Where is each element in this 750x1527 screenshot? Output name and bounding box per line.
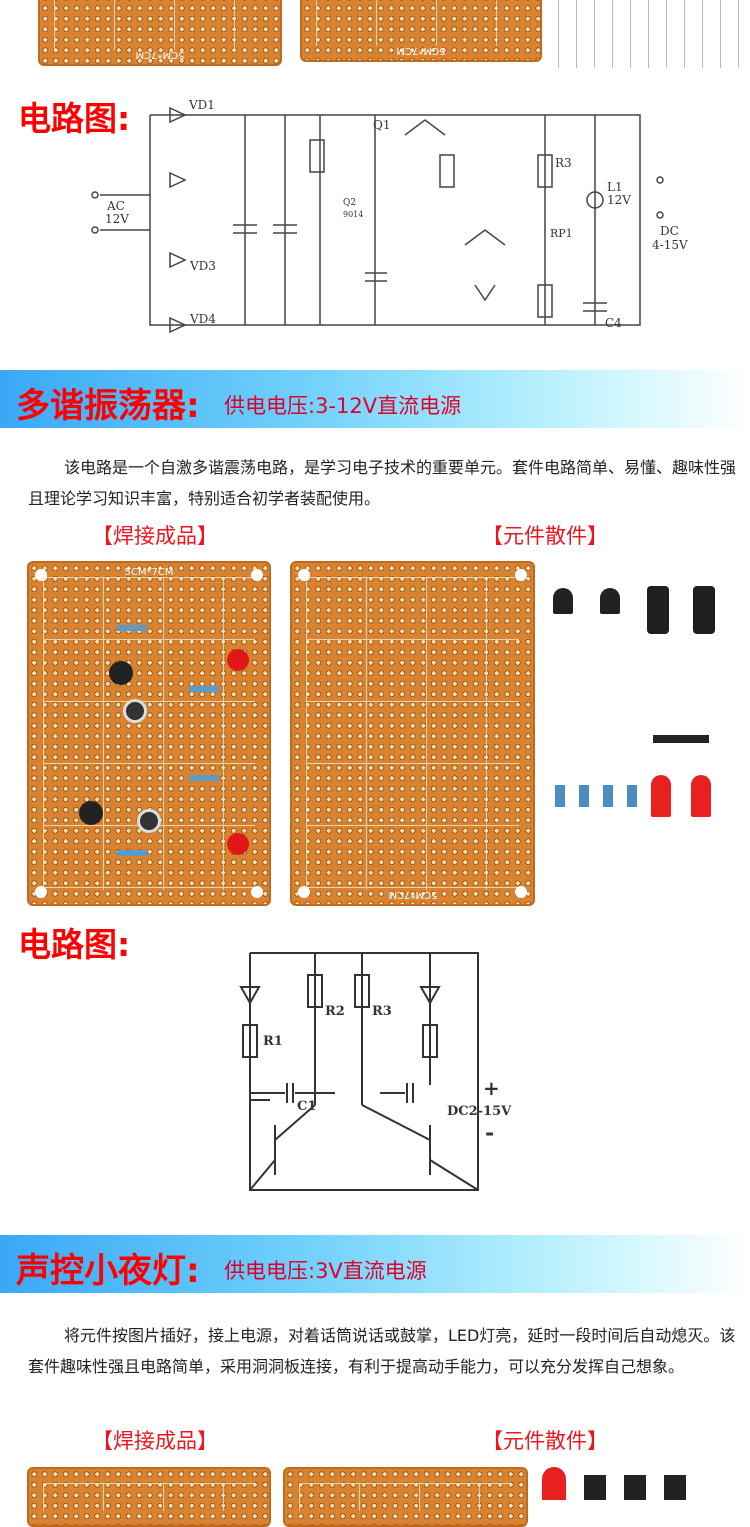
capacitor [137,809,161,833]
pcb-board-blank-top: 5CM*7CM [300,0,542,62]
components-photo [545,580,725,880]
label-vd4: VD4 [189,312,216,326]
label-plus: + [483,1076,500,1100]
circuit-heading: 电路图: [18,99,131,138]
label-finished: 【焊接成品】 [92,1429,218,1453]
section-subtitle: 供电电压:3-12V直流电源 [224,394,462,418]
circuit-diagram-power-supply: VD1 VD3 VD4 Q1 Q2 9014 R3 RP1 L1 12V AC … [91,98,688,334]
section-banner-sound-night-light: 声控小夜灯: 供电电压:3V直流电源 [0,1235,750,1293]
resistor [189,775,219,781]
pcb-board-finished-top: 5CM*7CM [38,0,282,66]
resistor [189,686,219,692]
transistor [109,661,133,685]
label-q1: Q1 [373,118,390,132]
pcb-board-blank-bottom [283,1467,528,1527]
board-size-label: 5CM*7CM [396,45,446,56]
section-title: 声控小夜灯: [16,1251,200,1291]
resistor [117,850,147,856]
components-photo-top [548,0,748,68]
label-dc-voltage: DC2-15V [447,1104,512,1119]
label-c4: C4 [605,316,622,330]
label-rp1: RP1 [550,227,573,240]
label-dc-voltage: 4-15V [652,238,688,252]
label-dc: DC [660,224,679,238]
label-finished: 【焊接成品】 [92,524,218,548]
label-vd1: VD1 [188,98,215,112]
pcb-board-finished-bottom [27,1467,271,1527]
label-r3: R3 [372,1004,392,1019]
label-c1: C1 [297,1099,316,1114]
section-banner-multivibrator: 多谐振荡器: 供电电压:3-12V直流电源 [0,370,750,428]
board-size-label: 5CM*7CM [388,889,437,900]
label-r1: R1 [263,1034,283,1049]
board-size-label: 5CM*7CM [135,49,185,60]
label-ac: AC [106,199,125,213]
led-red [227,649,249,671]
label-l1-voltage: 12V [607,193,631,207]
label-vd3: VD3 [189,259,216,273]
label-q2: Q2 [343,198,356,208]
label-parts: 【元件散件】 [482,524,608,548]
label-ac-voltage: 12V [105,212,129,226]
label-l1: L1 [607,180,623,194]
resistor [117,625,147,631]
label-r2: R2 [325,1004,345,1019]
section-subtitle: 供电电压:3V直流电源 [224,1259,427,1283]
board-size-label: 5CM*7CM [124,567,174,578]
section-title: 多谐振荡器: [16,386,200,426]
label-q2-part: 9014 [343,210,363,219]
pcb-board-finished: 5CM*7CM [27,561,271,906]
section-description: 该电路是一个自激多谐震荡电路，是学习电子技术的重要单元。套件电路简单、易懂、趣味… [28,458,737,508]
pcb-board-blank: 5CM*7CM [290,561,535,906]
transistor [79,801,103,825]
label-r3: R3 [555,156,572,170]
led-red [227,833,249,855]
circuit-diagram-multivibrator: R1 R2 R3 C1 + DC2-15V - [239,952,512,1191]
circuit-heading: 电路图: [18,925,131,964]
section-description: 将元件按图片插好，接上电源，对着话筒说话或鼓掌，LED灯亮，延时一段时间后自动熄… [28,1326,736,1376]
components-photo-bottom [540,1467,740,1500]
label-parts: 【元件散件】 [482,1429,608,1453]
capacitor [123,699,147,723]
label-minus: - [485,1120,494,1146]
